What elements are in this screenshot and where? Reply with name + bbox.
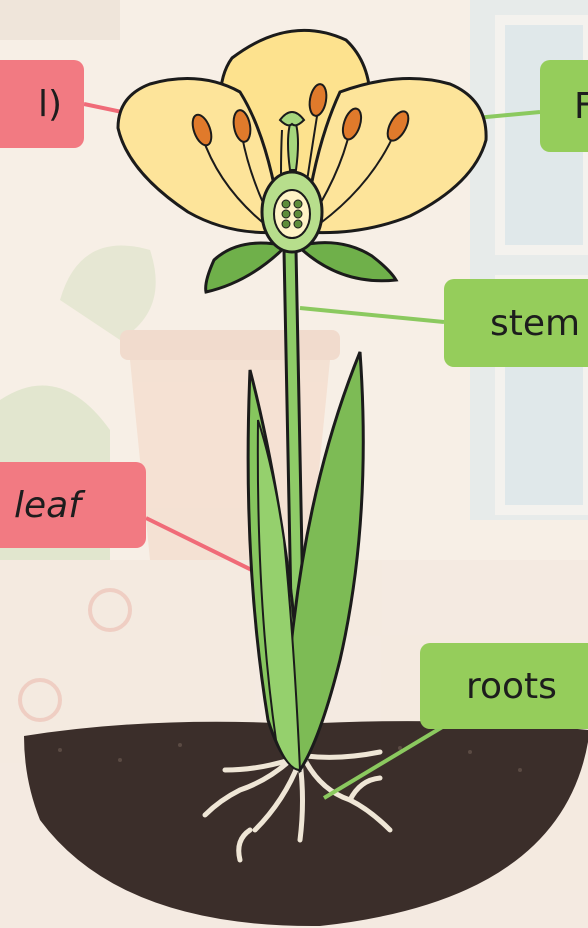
flower-label: F (540, 60, 588, 152)
ovary-inner (274, 190, 310, 238)
stem-label: stem (444, 279, 588, 367)
petal-label: l) (0, 60, 84, 148)
roots-label: roots (420, 643, 588, 729)
pistil (288, 124, 298, 170)
leaf-label: leaf (0, 462, 146, 548)
